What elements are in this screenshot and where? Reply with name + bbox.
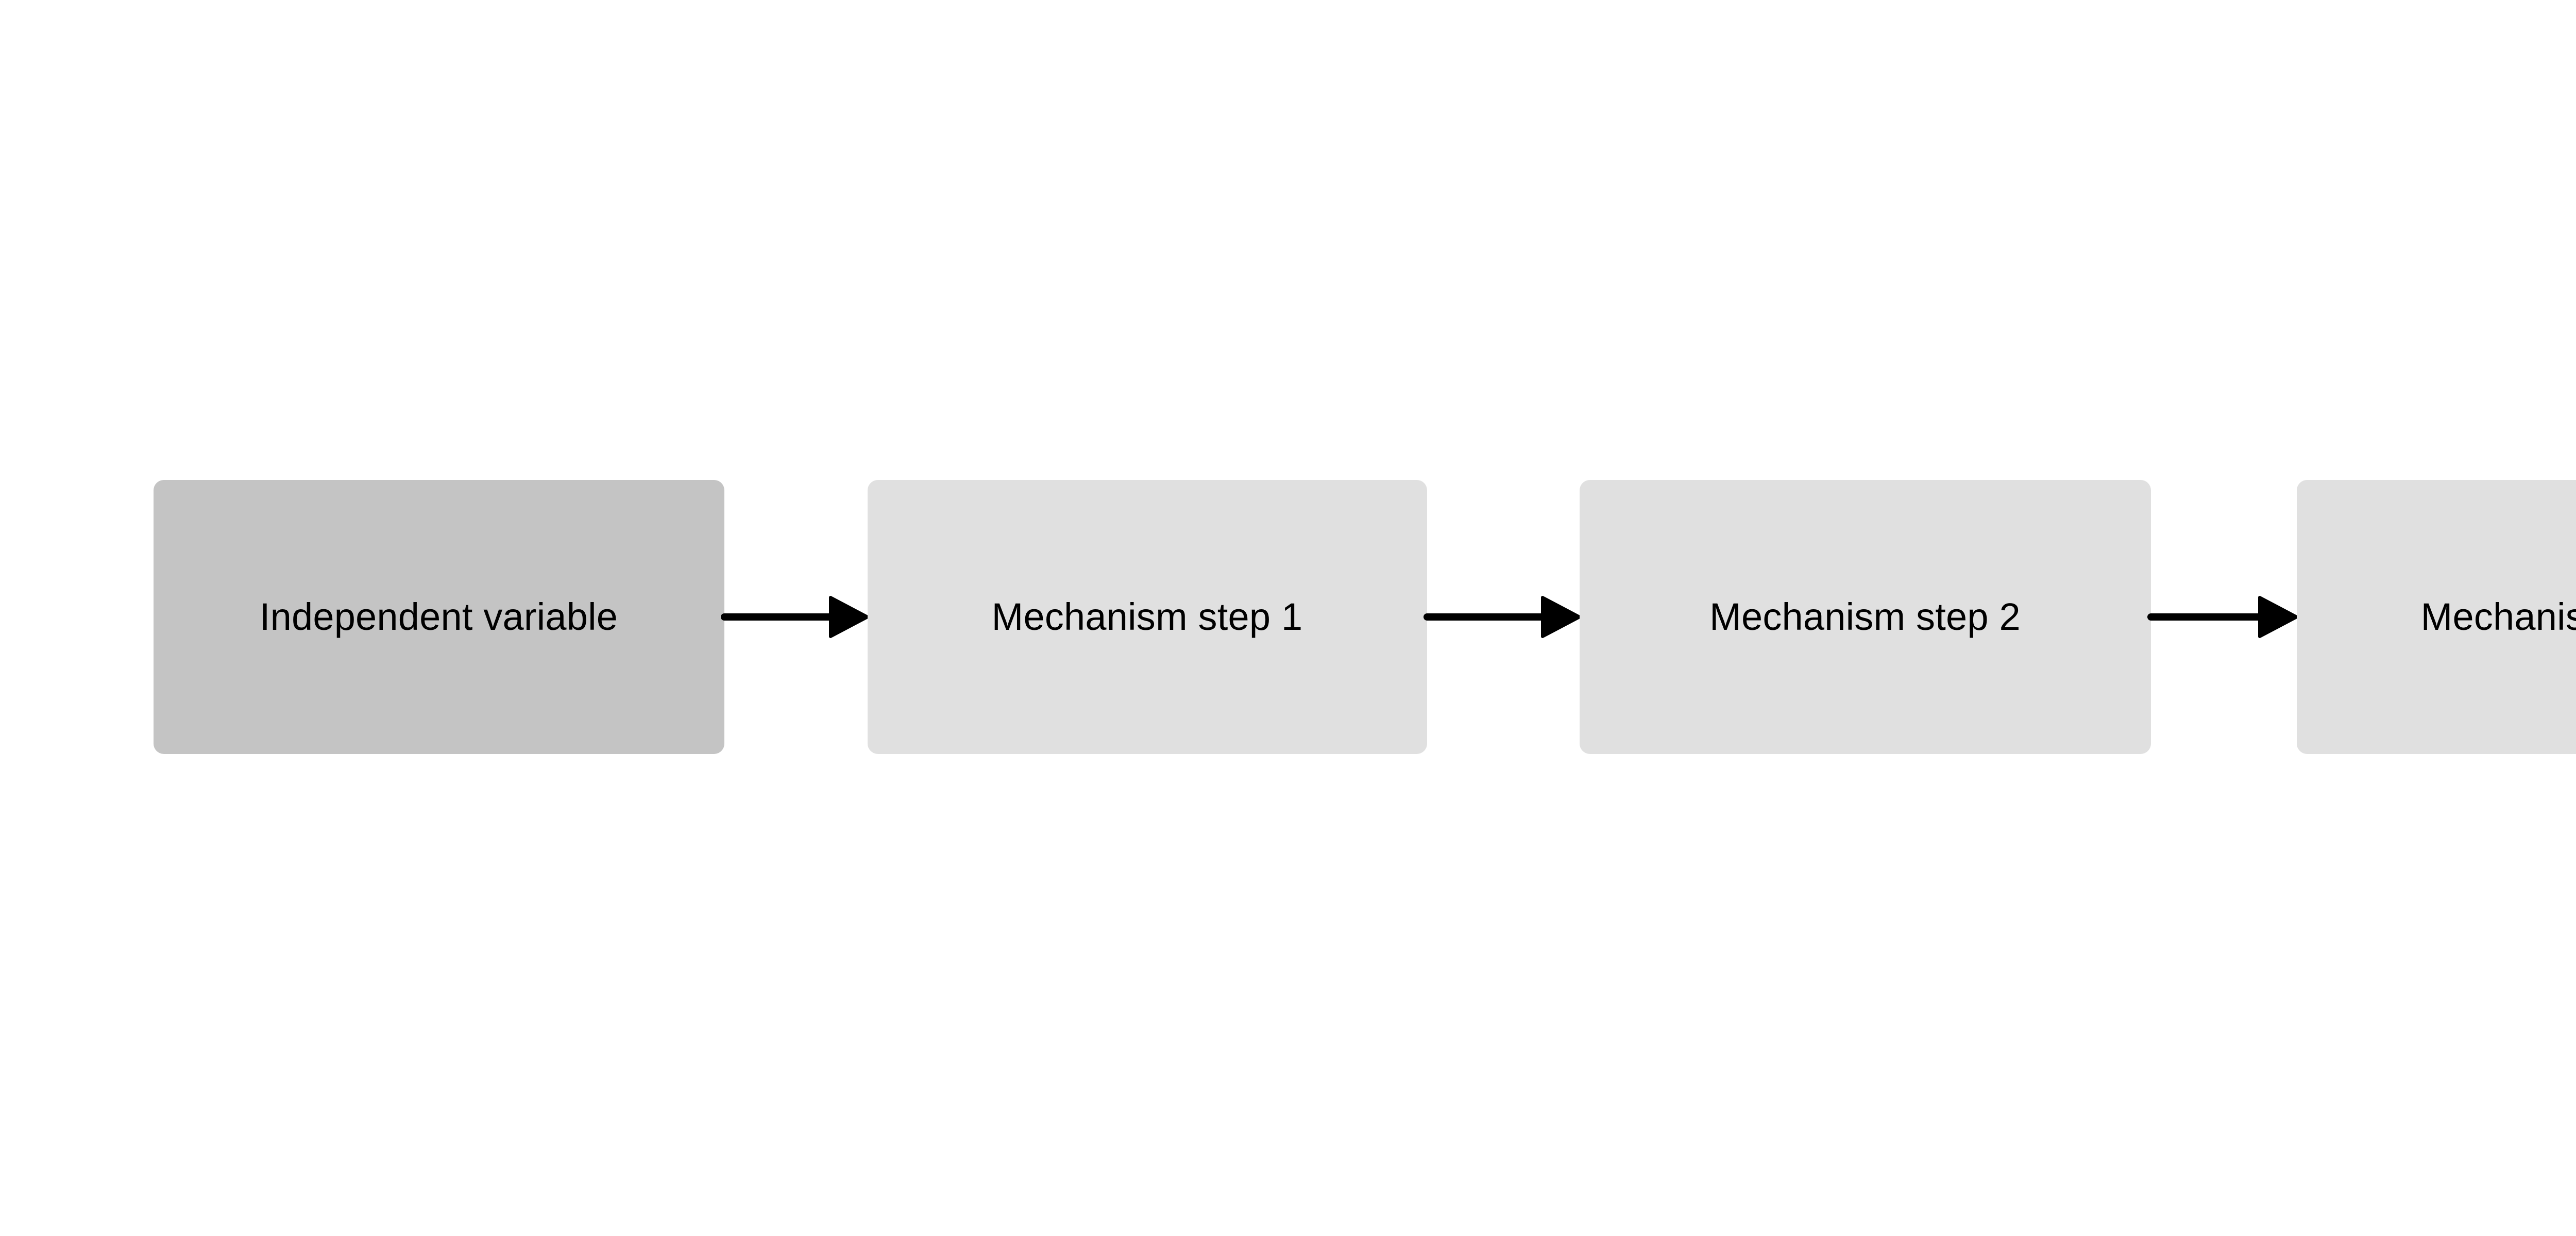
arrow-right-icon — [720, 596, 869, 638]
node-mechanism-step-2[interactable]: Mechanism step 2 — [1579, 480, 2151, 754]
node-label: Mechanism step 1 — [991, 595, 1303, 638]
edge-mechanism-step-2-to-mechanism-step-3 — [2147, 480, 2298, 754]
node-label: Independent variable — [259, 595, 618, 638]
node-mechanism-step-1[interactable]: Mechanism step 1 — [867, 480, 1427, 754]
node-label: Mechanism step 3 — [2420, 595, 2576, 638]
arrow-right-icon — [2147, 596, 2298, 638]
node-label: Mechanism step 2 — [1709, 595, 2021, 638]
edge-mechanism-step-1-to-mechanism-step-2 — [1423, 480, 1581, 754]
flowchart-row: Independent variable Mechanism step 1 Me… — [0, 480, 2576, 754]
arrow-right-icon — [1423, 596, 1581, 638]
node-mechanism-step-3[interactable]: Mechanism step 3 — [2296, 480, 2576, 754]
node-independent-variable[interactable]: Independent variable — [153, 480, 724, 754]
edge-independent-variable-to-mechanism-step-1 — [720, 480, 869, 754]
